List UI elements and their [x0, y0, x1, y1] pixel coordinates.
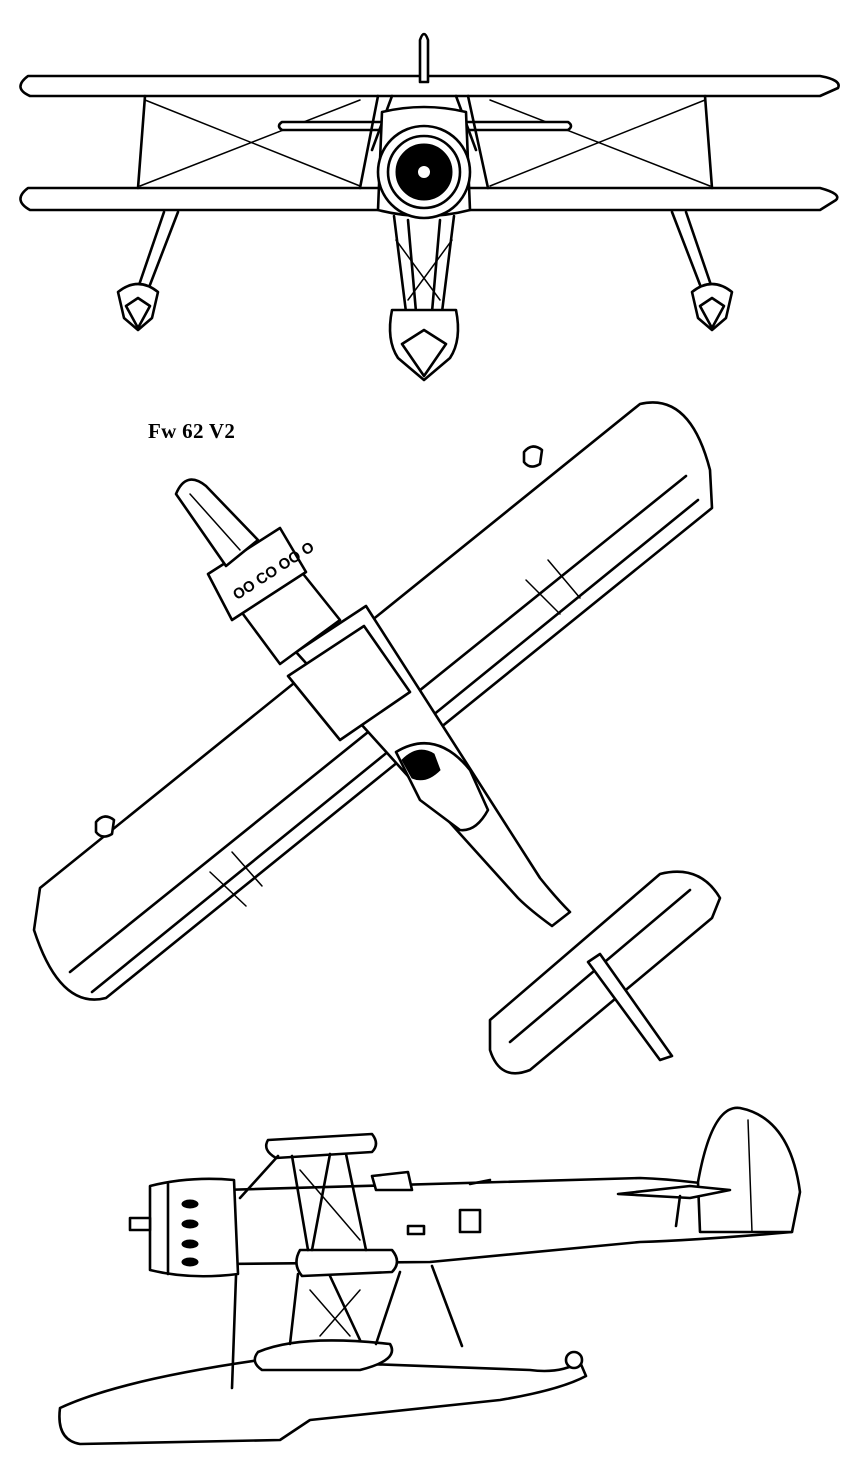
water-rudder — [564, 1350, 584, 1370]
engine-cylinders — [206, 526, 308, 622]
right-interplane-strut — [703, 94, 714, 190]
front-view — [0, 0, 850, 390]
plan-view: OO CO OO O — [0, 385, 850, 1085]
left-tip-float-keel — [124, 296, 152, 330]
plan-view-svg: OO CO OO O — [32, 401, 722, 1075]
left-tip-float — [116, 282, 160, 332]
propeller-hub-side — [128, 1216, 152, 1232]
bracing-wire-side — [299, 1169, 361, 1241]
cabane-strut — [466, 94, 490, 190]
interplane-strut-side — [310, 1152, 332, 1252]
cockpit-rail — [468, 1178, 492, 1186]
left-interplane-strut — [136, 94, 147, 190]
tail-fin-side — [696, 1106, 802, 1234]
float-bracing-side — [309, 1289, 351, 1337]
tailplane-side — [616, 1184, 732, 1200]
cabane-strut — [358, 94, 380, 190]
float-bracing-side — [319, 1289, 361, 1337]
cylinder-mark — [181, 1257, 199, 1267]
front-view-svg — [19, 32, 840, 382]
main-float-side — [58, 1358, 588, 1446]
cylinder-mark — [181, 1199, 199, 1209]
aileron-line — [231, 851, 263, 887]
right-tip-float-strut — [684, 210, 714, 290]
fin-plan — [586, 952, 674, 1062]
aileron-line — [209, 871, 247, 907]
right-tip-float-keel — [698, 296, 726, 330]
rudder-hinge — [747, 1119, 753, 1233]
bracing-wire — [139, 99, 361, 187]
left-tip-float-strut — [146, 210, 180, 292]
tail-fin — [418, 32, 430, 84]
cylinder-mark — [181, 1239, 199, 1249]
cockpit-opening — [401, 749, 441, 781]
spinner-line — [189, 493, 241, 551]
upper-wing-side — [264, 1132, 378, 1160]
fuselage-window — [406, 1224, 426, 1236]
right-tip-float-plan — [522, 445, 544, 468]
float-strut-side — [230, 1274, 238, 1390]
interplane-strut-side — [344, 1152, 368, 1252]
aileron-line — [547, 559, 581, 599]
spinner — [418, 166, 430, 178]
float-strut-side — [288, 1272, 300, 1346]
float-strut — [430, 218, 442, 314]
aircraft-designation: Fw 62 V2 — [148, 419, 236, 443]
float-strut — [440, 214, 456, 314]
bracing-wire — [489, 99, 706, 187]
bracing-wire — [144, 99, 361, 187]
cockpit-side — [370, 1170, 414, 1192]
float-strut — [406, 218, 418, 314]
right-tip-float — [690, 282, 734, 332]
fuselage-hatch — [458, 1208, 482, 1234]
main-float-keel — [400, 328, 448, 378]
left-tip-float-plan — [94, 815, 116, 838]
right-tip-float-strut — [670, 210, 704, 292]
bracing-wire — [489, 99, 711, 187]
side-view — [0, 1090, 850, 1465]
cabane-strut-side — [238, 1154, 280, 1200]
lower-wing-side — [295, 1248, 399, 1278]
side-view-svg — [58, 1106, 802, 1446]
tailplane-strut — [674, 1194, 682, 1228]
float-deck — [253, 1339, 394, 1372]
cylinder-mark — [181, 1219, 199, 1229]
upper-wing — [19, 74, 840, 98]
left-tip-float-strut — [136, 210, 166, 290]
interplane-strut-side — [290, 1154, 310, 1252]
center-section — [286, 624, 412, 742]
float-strut — [392, 214, 408, 314]
float-bracing — [407, 239, 453, 301]
float-strut-side — [430, 1264, 464, 1348]
main-float — [388, 308, 460, 382]
float-strut-side — [374, 1270, 402, 1346]
float-bracing — [395, 239, 441, 301]
aileron-line — [525, 579, 561, 615]
